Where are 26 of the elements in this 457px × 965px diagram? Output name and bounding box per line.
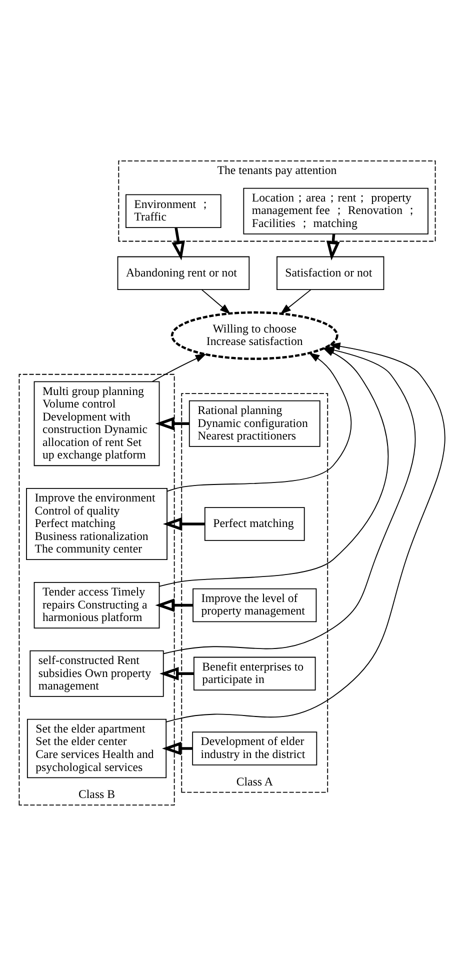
- node-box: Tender access Timely repairs Constructing a harmonious platform: [34, 581, 160, 628]
- arrow: [160, 666, 194, 680]
- node-box: Development of elder industry in the district: [192, 731, 318, 765]
- node-box: Multi group planning Volume control Development with construction Dynamic allocation of rent Set up exchange platform: [34, 380, 160, 466]
- node-box: Abandoning rent or not: [117, 256, 250, 290]
- node-box: Environment ； Traffic: [126, 194, 222, 228]
- arrow: [172, 227, 185, 260]
- node-box: Benefit enterprises to participate in: [193, 656, 316, 690]
- node-box: self-constructed Rent subsidies Own property management: [30, 650, 164, 696]
- node-ellipse: Willing to choose Increase satisfaction: [170, 310, 338, 360]
- node-box: Improve the level of property management: [192, 588, 317, 622]
- arrow: [162, 516, 205, 530]
- arrow: [280, 288, 312, 314]
- node-box: Improve the environment Control of quality Perfect matching Business rationalization The community center: [26, 487, 168, 560]
- arrow: [155, 416, 190, 430]
- arrow: [201, 288, 231, 314]
- node-box: Set the elder apartment Set the elder center Care services Health and psychological services: [26, 718, 167, 778]
- node-box: Perfect matching: [204, 506, 305, 540]
- arrow: [166, 342, 446, 722]
- arrow: [162, 741, 192, 755]
- arrow: [166, 352, 352, 492]
- node-box: Rational planning Dynamic configuration Nearest practitioners: [188, 400, 320, 446]
- arrow: [152, 353, 206, 382]
- arrow: [155, 598, 193, 612]
- node-box: Satisfaction or not: [276, 256, 384, 290]
- node-box: Location；area；rent； property management fee ； Renovation ； Facilities ； matching: [243, 187, 428, 234]
